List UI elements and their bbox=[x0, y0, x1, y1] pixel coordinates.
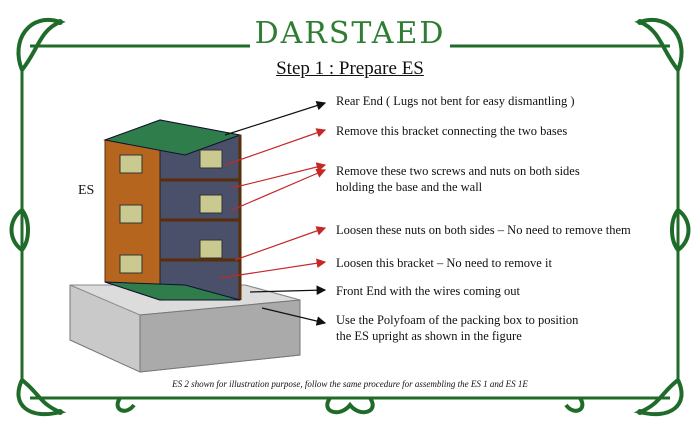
brand-logo: DARSTAED bbox=[254, 16, 446, 51]
note-remove-screws: Remove these two screws and nuts on both… bbox=[336, 164, 580, 194]
note-rear-end: Rear End ( Lugs not bent for easy disman… bbox=[336, 94, 575, 108]
es-label: ES bbox=[78, 183, 95, 198]
note-remove-bracket: Remove this bracket connecting the two b… bbox=[336, 124, 568, 138]
note-polyfoam: Use the Polyfoam of the packing box to p… bbox=[336, 313, 579, 343]
caption: ES 2 shown for illustration purpose, fol… bbox=[172, 379, 528, 389]
note-front-end: Front End with the wires coming out bbox=[336, 284, 521, 298]
note-loosen-bracket: Loosen this bracket – No need to remove … bbox=[336, 256, 552, 270]
note-loosen-nuts: Loosen these nuts on both sides – No nee… bbox=[336, 223, 631, 237]
page-title: Step 1 : Prepare ES bbox=[276, 58, 424, 79]
es-assembly-illustration bbox=[69, 119, 301, 373]
